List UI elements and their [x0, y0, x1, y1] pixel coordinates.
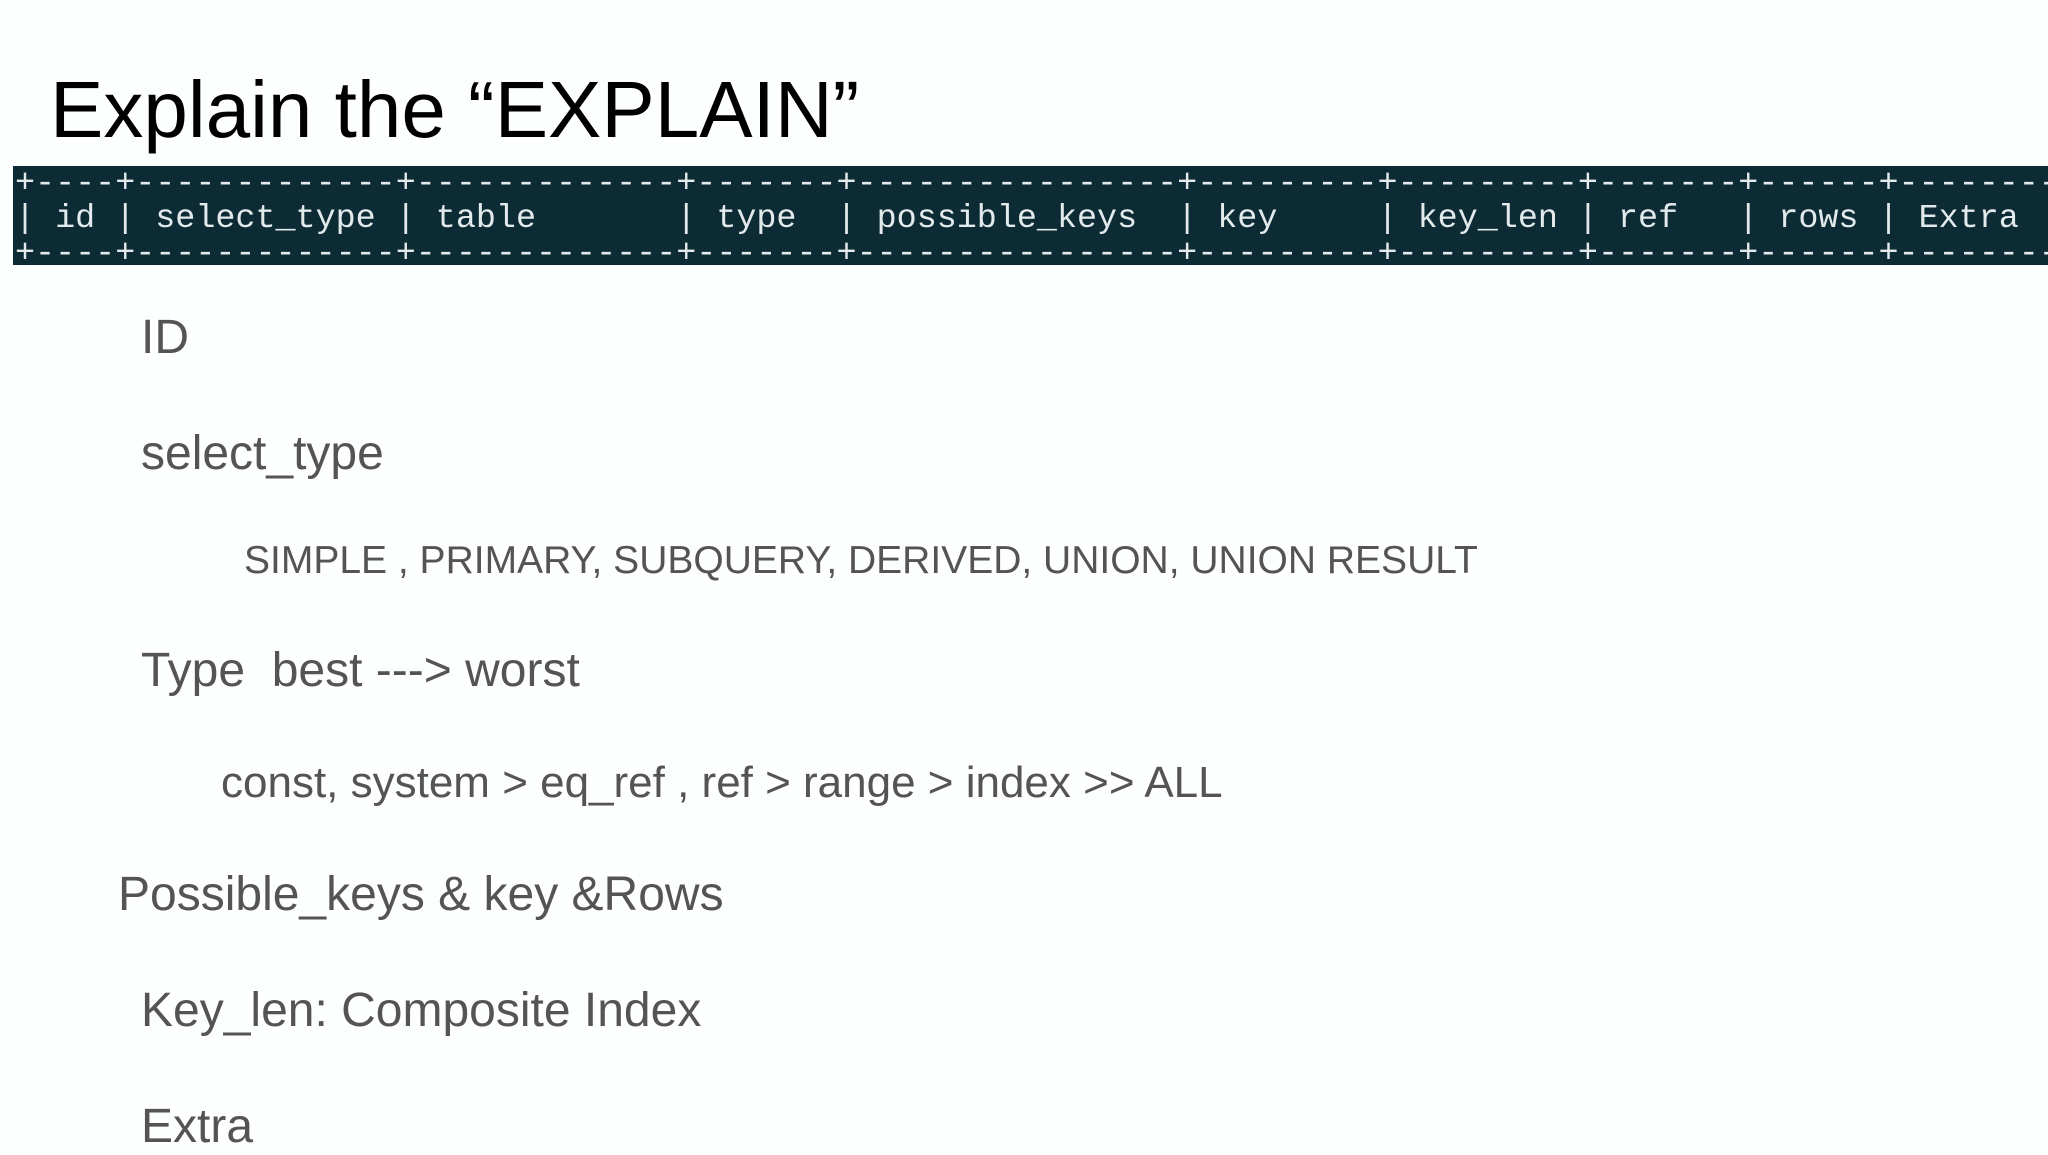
explain-header-top-border: +----+-------------+-------------+------… — [15, 166, 2048, 203]
bullet-extra: Extra — [141, 1100, 254, 1153]
bullet-id: ID — [141, 311, 189, 364]
explain-output-header-image: +----+-------------+-------------+------… — [13, 166, 2048, 265]
bullet-key-len: Key_len: Composite Index — [141, 984, 702, 1037]
explain-header-columns: | id | select_type | table | type | poss… — [15, 200, 2048, 238]
slide-title: Explain the “EXPLAIN” — [50, 65, 860, 154]
bullet-possible-keys: Possible_keys & key &Rows — [118, 868, 724, 921]
sub-bullet-select-type-values: SIMPLE , PRIMARY, SUBQUERY, DERIVED, UNI… — [244, 539, 1478, 582]
bullet-select-type: select_type — [141, 427, 384, 480]
explain-header-bottom-border: +----+-------------+-------------+------… — [15, 235, 2048, 266]
bullet-type: Type best ---> worst — [141, 644, 580, 697]
sub-bullet-type-order: const, system > eq_ref , ref > range > i… — [221, 758, 1223, 807]
